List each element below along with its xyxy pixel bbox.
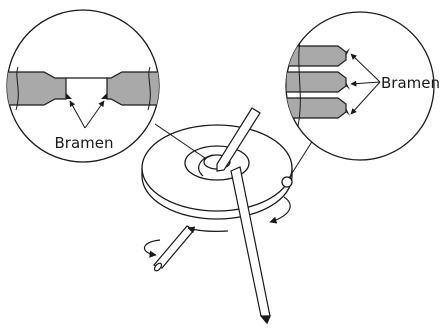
edge-detail-marker (281, 176, 293, 188)
burr-right (101, 93, 107, 99)
rotation-arrow-pencil (143, 239, 161, 258)
edge-tab-bottom (286, 97, 347, 119)
disc-section-right (106, 71, 159, 106)
left-magnified-callout: Bramen (6, 9, 160, 163)
lower-pencil (152, 225, 195, 272)
left-callout-label: Bramen (55, 134, 114, 152)
rotation-arrow-bottom (187, 226, 229, 234)
rotation-arrow-right (269, 196, 291, 224)
edge-tab-top (286, 45, 347, 67)
right-magnified-callout: Bramen (285, 11, 440, 161)
left-leader-line (154, 123, 206, 159)
burr-left (66, 93, 72, 99)
rotation-arrow-center (198, 154, 214, 177)
long-pencil (230, 166, 271, 325)
rotation-arrows (143, 154, 291, 258)
right-leader-line (288, 139, 314, 179)
compact-disc (141, 124, 293, 220)
right-callout-label: Bramen (381, 74, 440, 92)
edge-tab-middle (286, 71, 347, 93)
upper-pencil (216, 107, 261, 172)
